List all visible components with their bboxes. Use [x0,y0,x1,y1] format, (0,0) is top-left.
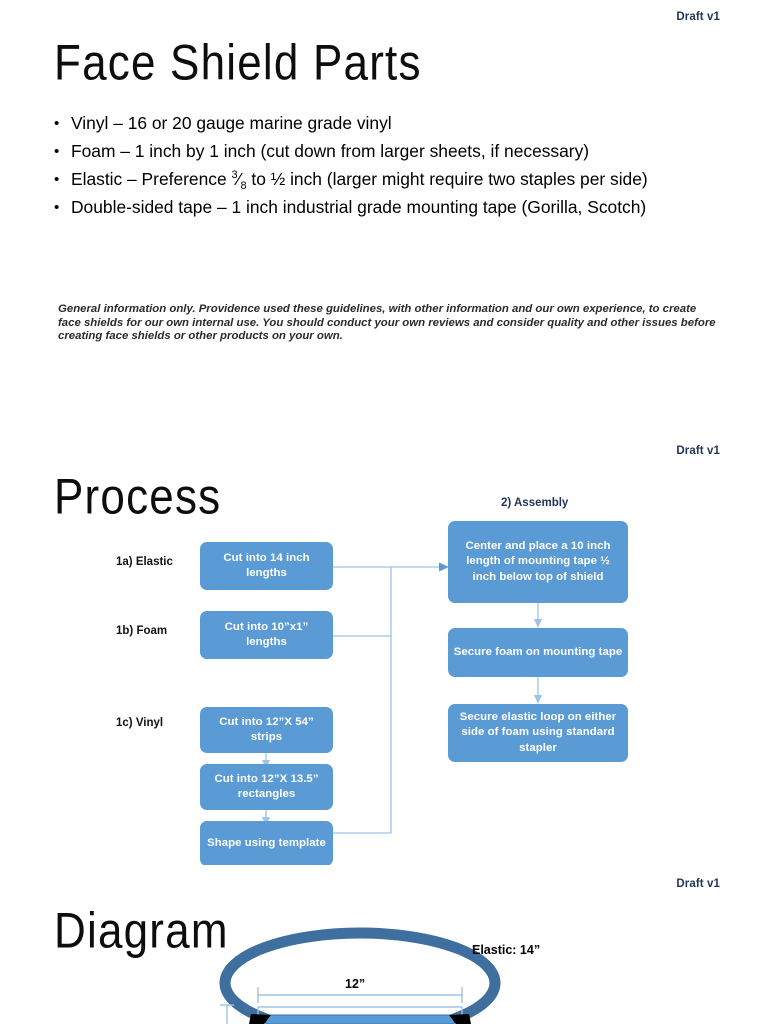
elastic-band-ellipse [219,927,501,1024]
process-flowchart: 2) Assembly 1a) Elastic 1b) Foam 1c) Vin… [0,425,768,866]
page-title-face-shield-parts: Face Shield Parts [54,35,422,91]
flow-label-vinyl: 1c) Vinyl [116,717,164,729]
list-item: • Elastic – Preference 3⁄8 to ½ inch (lar… [52,168,724,192]
flow-label-foam: 1b) Foam [116,625,168,637]
node-vinyl-rectangles[interactable]: Cut into 12”X 13.5” rectangles [200,764,333,810]
node-assembly-secure-elastic[interactable]: Secure elastic loop on either side of fo… [448,704,628,762]
parts-bullet-list: • Vinyl – 16 or 20 gauge marine grade vi… [52,112,724,224]
page-title-process: Process [54,469,222,525]
list-item-text: Foam – 1 inch by 1 inch (cut down from l… [71,141,590,161]
draft-version-label-1: Draft v1 [676,11,720,23]
list-item-text-post: to ½ inch (larger might require two stap… [246,169,648,189]
fraction-denominator: 8 [240,179,247,192]
bullet-dot-icon: • [54,199,60,216]
list-item-text: Vinyl – 16 or 20 gauge marine grade viny… [71,113,392,133]
staple-mark-left [249,1014,271,1024]
height-dimension-tick [220,1004,234,1024]
draft-version-label-2: Draft v1 [676,445,720,457]
fraction-three-eighths: 3⁄8 [231,169,247,192]
list-item: • Double-sided tape – 1 inch industrial … [52,196,724,220]
width-dimension-line [257,987,463,1003]
node-elastic-cut[interactable]: Cut into 14 inch lengths [200,542,333,590]
mounting-tape-bar [265,1014,455,1024]
node-vinyl-strips[interactable]: Cut into 12”X 54” strips [200,707,333,753]
node-assembly-secure-foam[interactable]: Secure foam on mounting tape [448,628,628,677]
flow-label-elastic: 1a) Elastic [116,556,173,568]
slide-process: Draft v1 Process [0,425,768,866]
bullet-dot-icon: • [54,115,60,132]
shield-width-label: 12” [345,977,366,991]
node-assembly-mounting-tape[interactable]: Center and place a 10 inch length of mou… [448,521,628,603]
elastic-length-label: Elastic: 14” [472,943,541,957]
disclaimer-text: General information only. Providence use… [58,303,716,343]
list-item: • Foam – 1 inch by 1 inch (cut down from… [52,140,724,164]
staple-mark-right [449,1014,471,1024]
page-title-diagram: Diagram [54,903,229,959]
list-item-text: Double-sided tape – 1 inch industrial gr… [71,197,647,217]
bullet-dot-icon: • [54,171,60,188]
slide-face-shield-parts: Draft v1 Face Shield Parts • Vinyl – 16 … [0,0,768,425]
list-item-text-pre: Elastic – Preference [71,169,232,189]
node-foam-cut[interactable]: Cut into 10”x1” lengths [200,611,333,659]
node-vinyl-shape[interactable]: Shape using template [200,821,333,866]
face-shield-diagram: Elastic: 14” 12” [0,865,768,1024]
diagram-graphic [219,927,501,1024]
draft-version-label-3: Draft v1 [676,878,720,890]
slide-diagram: Draft v1 Diagram Elas [0,865,768,1024]
assembly-section-heading: 2) Assembly [501,497,569,509]
arrowhead-assembly-1 [534,619,542,628]
bullet-dot-icon: • [54,143,60,160]
arrowhead-assembly-2 [534,695,542,704]
list-item: • Vinyl – 16 or 20 gauge marine grade vi… [52,112,724,136]
fraction-numerator: 3 [231,169,238,182]
